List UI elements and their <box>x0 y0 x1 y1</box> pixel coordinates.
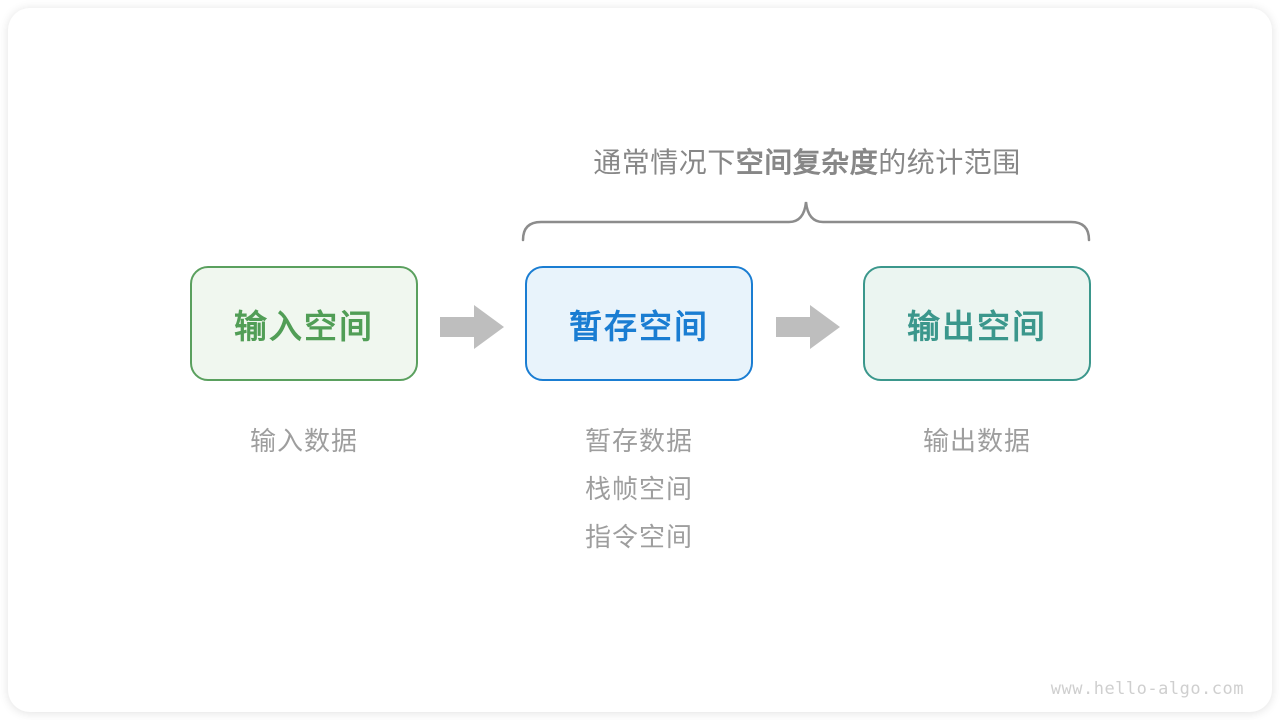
brace <box>521 201 1091 242</box>
annotation-temp-data: 暂存数据 <box>584 426 693 456</box>
annotation-stack-frame-space: 栈帧空间 <box>584 474 693 504</box>
watermark: www.hello-algo.com <box>1050 679 1244 699</box>
input-space-label: 输入空间 <box>234 307 374 345</box>
output-annotations: 输出数据 <box>863 424 1091 472</box>
arrow-icon <box>440 305 504 349</box>
temp-space-label: 暂存空间 <box>569 307 709 345</box>
diagram-card: 通常情况下空间复杂度的统计范围 输入空间 暂存空间 输出空间 输入数据 暂存数据… <box>8 8 1272 712</box>
title-suffix: 的统计范围 <box>878 147 1021 178</box>
title-prefix: 通常情况下 <box>593 147 736 178</box>
temp-space-box: 暂存空间 <box>525 266 753 381</box>
annotation-input-data: 输入数据 <box>249 426 358 456</box>
annotation-instruction-space: 指令空间 <box>584 522 693 552</box>
diagram-title: 通常情况下空间复杂度的统计范围 <box>523 141 1091 181</box>
title-highlight: 空间复杂度 <box>735 147 879 178</box>
annotation-output-data: 输出数据 <box>922 426 1031 456</box>
output-space-box: 输出空间 <box>863 266 1091 381</box>
input-space-box: 输入空间 <box>190 266 418 381</box>
temp-annotations: 暂存数据 栈帧空间 指令空间 <box>525 424 753 568</box>
arrow-icon <box>776 305 840 349</box>
input-annotations: 输入数据 <box>190 424 418 472</box>
output-space-label: 输出空间 <box>907 307 1047 345</box>
